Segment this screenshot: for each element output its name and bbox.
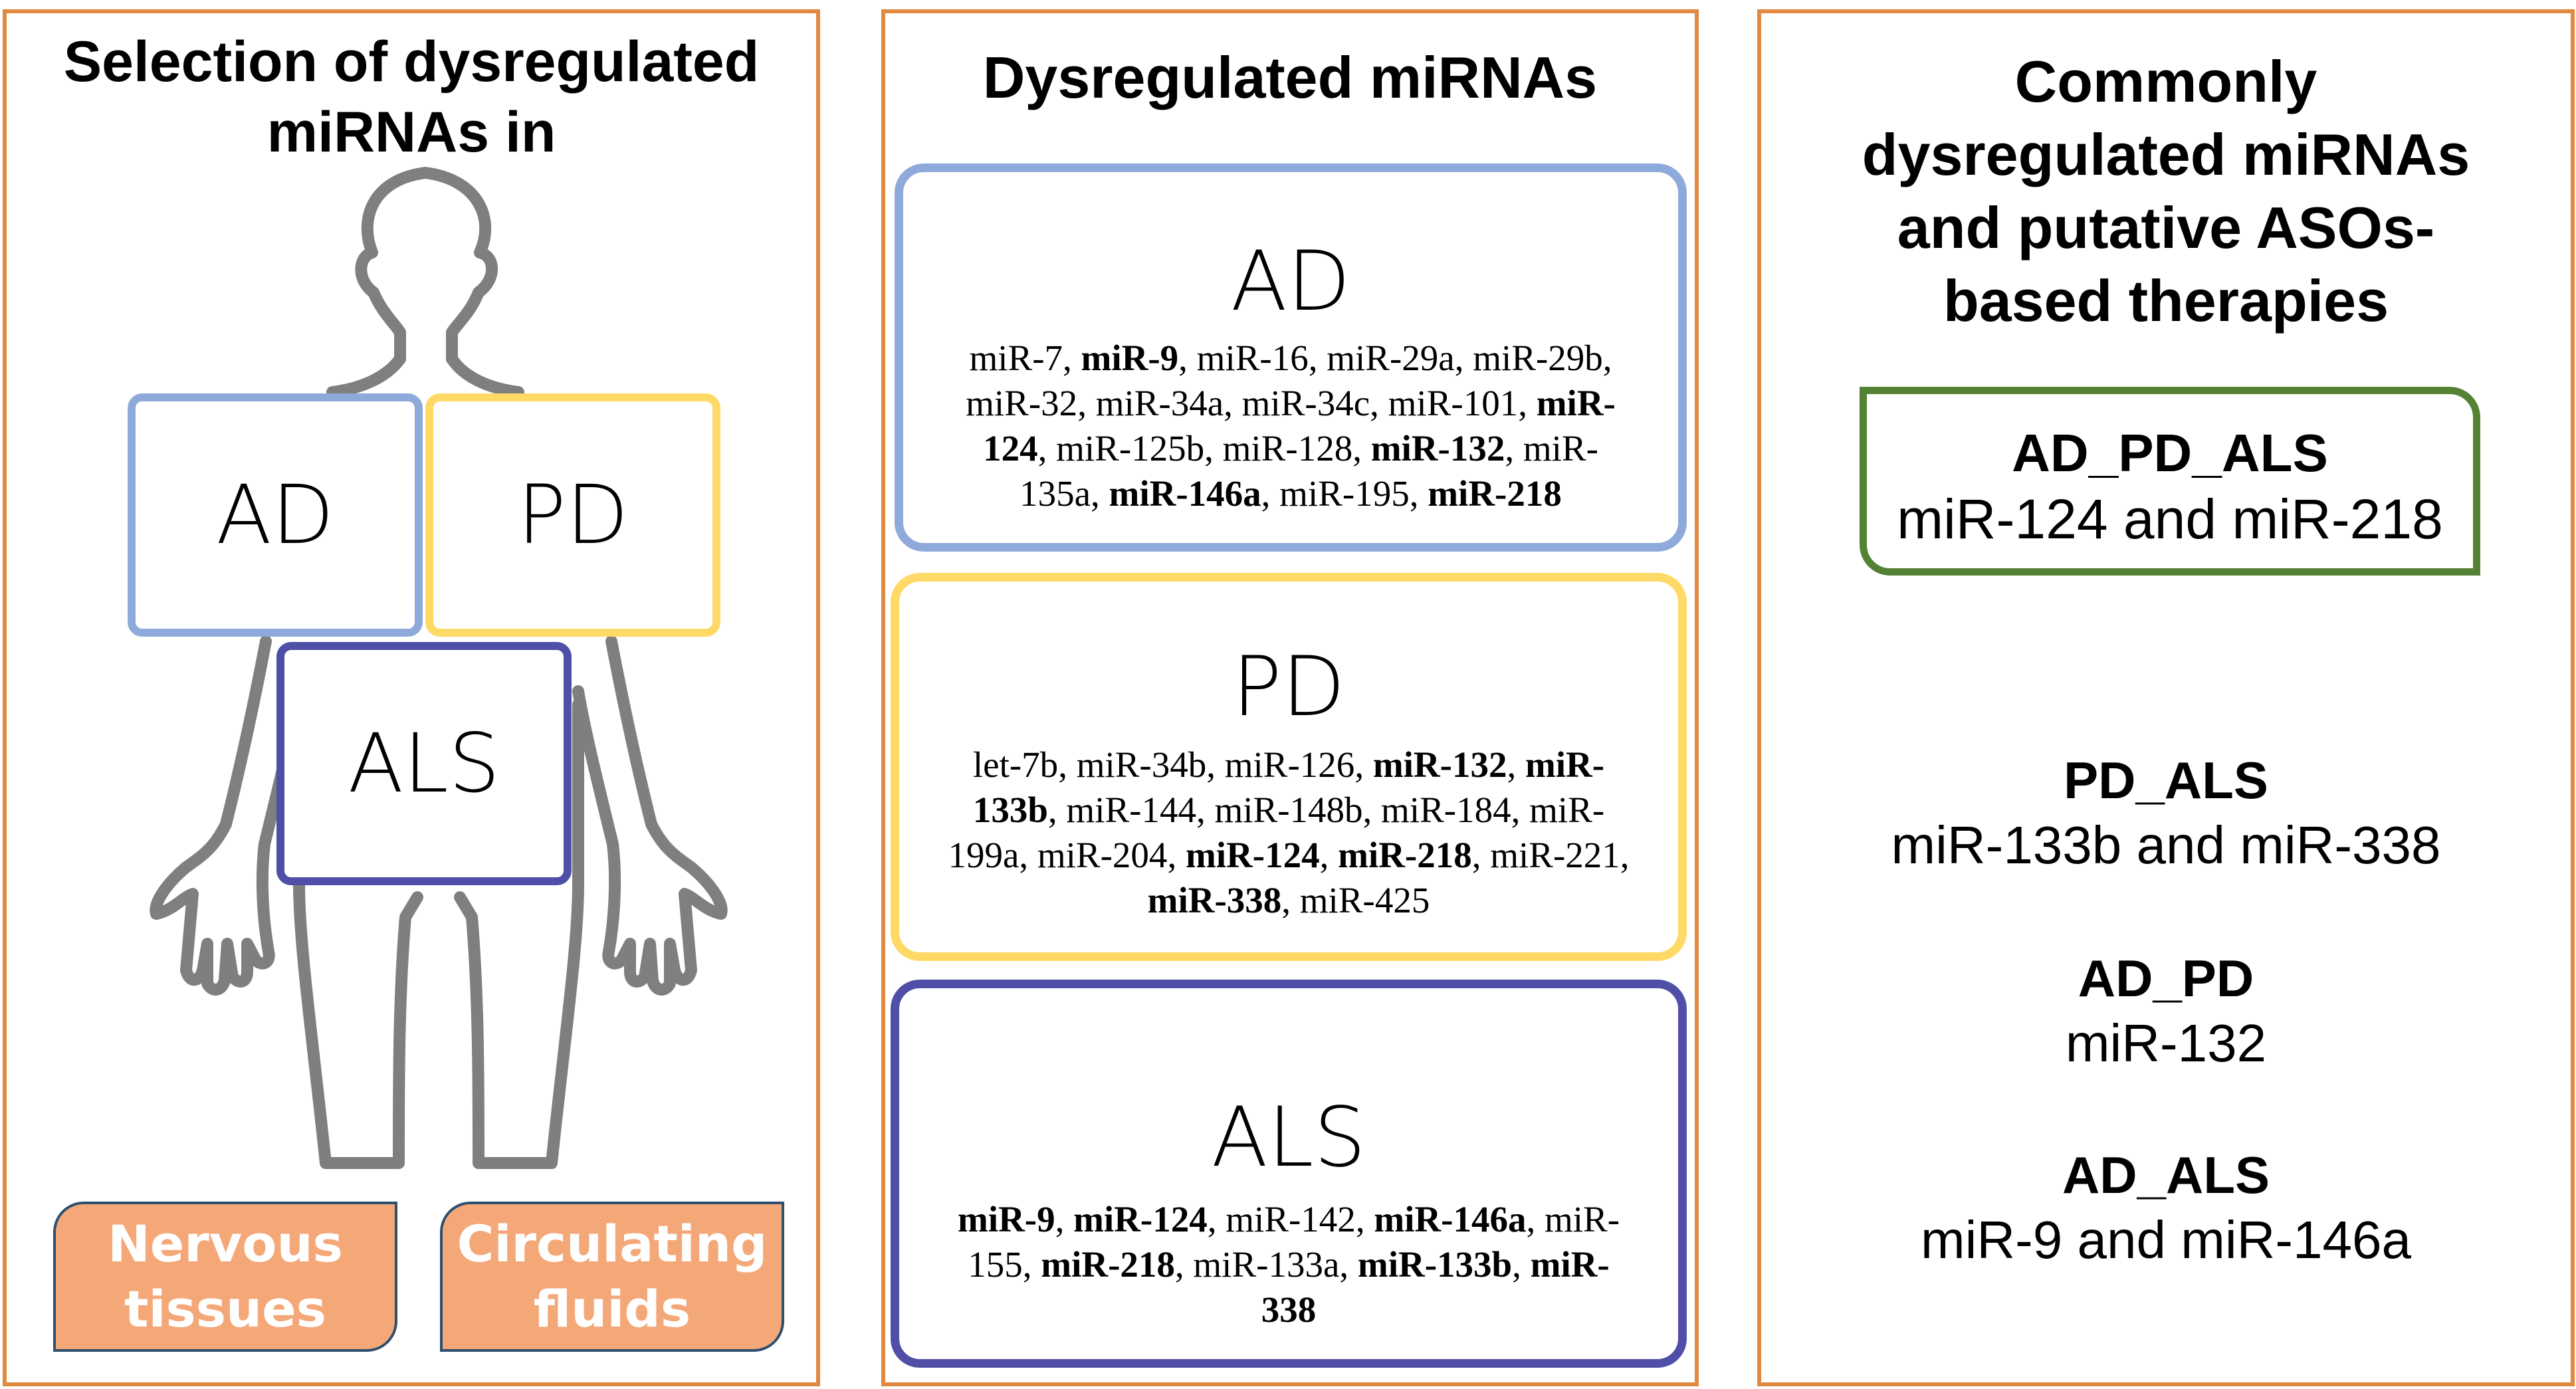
mirna-item: miR-29a: [1327, 338, 1455, 378]
mirna-item: miR-29b: [1473, 338, 1603, 378]
ad-als-group: AD_ALS miR-9 and miR-146a: [1761, 1143, 2571, 1273]
mirna-item: miR-135a: [1020, 428, 1598, 514]
mirna-item: miR-155: [968, 1199, 1620, 1285]
left-title-line2: miRNAs in: [267, 100, 556, 164]
mirna-item: miR-146a: [1109, 473, 1261, 514]
left-panel-title: Selection of dysregulated miRNAs in: [7, 27, 816, 167]
right-title-line1: Commonly: [2014, 49, 2317, 114]
left-title-line1: Selection of dysregulated: [63, 30, 760, 94]
pd-mirna-list: let-7b, miR-34b, miR-126, miR-132, miR-1…: [948, 744, 1630, 920]
circulating-fluids-tag: Circulating fluids: [440, 1202, 784, 1352]
circulating-fluids-line1: Circulating: [457, 1214, 768, 1273]
mirna-item: miR-199a: [948, 790, 1605, 875]
mirna-item: miR-125b: [1056, 428, 1205, 469]
mirna-item: miR-101: [1388, 383, 1519, 423]
pd-mirna-box: PD let-7b, miR-34b, miR-126, miR-132, mi…: [891, 573, 1687, 961]
mirna-item: miR-132: [1370, 428, 1505, 469]
ad-mirna-box: AD miR-7, miR-9, miR-16, miR-29a, miR-29…: [895, 163, 1687, 552]
mirna-item: miR-133a: [1193, 1244, 1340, 1285]
mirna-item: miR-34a: [1095, 383, 1224, 423]
als-mirna-list: miR-9, miR-124, miR-142, miR-146a, miR-1…: [957, 1199, 1620, 1330]
ad-mirna-title: AD: [1230, 234, 1351, 330]
mirna-item: miR-132: [1372, 744, 1507, 785]
als-region-label: ALS: [348, 716, 500, 811]
ad-pd-name: AD_PD: [2078, 949, 2254, 1008]
mirna-item: miR-124: [1073, 1199, 1208, 1239]
ad-pd-value: miR-132: [2065, 1014, 2267, 1073]
pd-region-label: PD: [517, 468, 629, 562]
ad-pd-als-box: AD_PD_ALS miR-124 and miR-218: [1860, 387, 2480, 576]
mirna-item: miR-218: [1428, 473, 1562, 514]
mirna-item: miR-9: [1081, 338, 1179, 378]
mirna-item: miR-34b: [1076, 744, 1207, 785]
nervous-tissues-tag: Nervous tissues: [53, 1202, 397, 1352]
mirna-item: miR-16: [1196, 338, 1309, 378]
pd-mirna-title: PD: [1232, 639, 1346, 735]
mirna-item: miR-7: [969, 338, 1063, 378]
ad-pd-als-value: miR-124 and miR-218: [1897, 488, 2443, 550]
mirna-item: miR-133b: [1357, 1244, 1513, 1285]
mirna-item: miR-146a: [1374, 1199, 1527, 1239]
mirna-item: miR-425: [1299, 880, 1430, 920]
circulating-fluids-line2: fluids: [533, 1279, 691, 1338]
mirna-item: miR-338: [1261, 1244, 1610, 1330]
ad-als-value: miR-9 and miR-146a: [1920, 1210, 2412, 1269]
pd-als-value: miR-133b and miR-338: [1891, 815, 2441, 875]
mirna-item: miR-184: [1381, 790, 1511, 830]
nervous-tissues-line1: Nervous: [108, 1214, 343, 1273]
ad-mirna-list: miR-7, miR-9, miR-16, miR-29a, miR-29b, …: [966, 338, 1616, 514]
right-title-line3: and putative ASOs-: [1897, 195, 2435, 261]
ad-als-name: AD_ALS: [2062, 1146, 2270, 1204]
mirna-item: miR-133b: [972, 744, 1605, 830]
mirna-item: miR-142: [1226, 1199, 1356, 1239]
mirna-item: let-7b: [972, 744, 1059, 785]
mirna-item: miR-338: [1147, 880, 1282, 920]
pd-als-group: PD_ALS miR-133b and miR-338: [1761, 748, 2571, 879]
mirna-item: miR-128: [1222, 428, 1353, 469]
als-region-box: ALS: [276, 642, 572, 885]
nervous-tissues-line2: tissues: [124, 1279, 326, 1338]
pd-region-box: PD: [425, 393, 720, 637]
mirna-item: miR-32: [966, 383, 1078, 423]
mirna-item: miR-124: [1185, 835, 1320, 875]
mirna-item: miR-218: [1041, 1244, 1175, 1285]
mirna-item: miR-144: [1066, 790, 1196, 830]
ad-pd-group: AD_PD miR-132: [1761, 946, 2571, 1077]
als-mirna-box: ALS miR-9, miR-124, miR-142, miR-146a, m…: [891, 980, 1687, 1368]
right-title-line2: dysregulated miRNAs: [1862, 122, 2470, 187]
middle-panel-title: Dysregulated miRNAs: [982, 45, 1598, 110]
mirna-item: miR-34c: [1241, 383, 1370, 423]
right-panel: Commonly dysregulated miRNAs and putativ…: [1757, 9, 2575, 1386]
right-title-line4: based therapies: [1943, 268, 2389, 334]
mirna-item: miR-126: [1224, 744, 1355, 785]
mirna-item: miR-204: [1037, 835, 1168, 875]
mirna-item: miR-221: [1490, 835, 1620, 875]
mirna-item: miR-218: [1338, 835, 1472, 875]
mirna-item: miR-148b: [1214, 790, 1363, 830]
right-panel-title: Commonly dysregulated miRNAs and putativ…: [1761, 45, 2571, 338]
ad-pd-als-name: AD_PD_ALS: [2012, 423, 2328, 482]
mirna-item: miR-195: [1279, 473, 1410, 514]
mirna-item: miR-9: [957, 1199, 1055, 1239]
ad-region-box: AD: [128, 393, 423, 637]
ad-region-label: AD: [216, 468, 334, 562]
mirna-item: miR-124: [983, 383, 1616, 469]
pd-als-name: PD_ALS: [2064, 751, 2268, 809]
als-mirna-title: ALS: [1211, 1090, 1366, 1186]
